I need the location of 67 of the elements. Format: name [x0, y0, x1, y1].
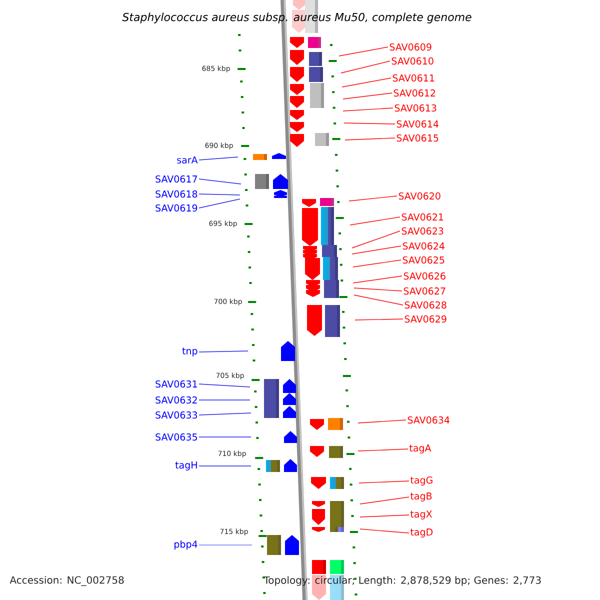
gene-label: sarA	[177, 156, 198, 164]
gene-label: SAV0617	[156, 175, 197, 183]
leader-line	[338, 46, 388, 56]
leader-line	[198, 178, 242, 184]
gene-label: SAV0611	[392, 74, 434, 82]
gene-label: SAV0615	[396, 134, 438, 142]
leader-line	[354, 288, 402, 292]
gene-label: tagH	[175, 462, 197, 470]
gene-label: SAV0633	[156, 411, 198, 419]
leader-line	[198, 544, 252, 546]
gene-label: SAV0619	[156, 204, 198, 212]
footer-text: Accession: NC_002758	[10, 576, 124, 586]
gene-label: SAV0623	[402, 227, 444, 235]
gene-label: tagB	[410, 492, 432, 502]
leader-line	[360, 528, 410, 534]
leader-line	[342, 108, 394, 112]
gene-label: SAV0612	[394, 89, 436, 97]
gene-label: SAV0614	[396, 120, 438, 128]
leader-line	[360, 496, 410, 504]
leader-line	[198, 384, 250, 388]
gene-label: SAV0613	[394, 104, 436, 112]
leader-line	[350, 216, 400, 226]
gene-label: SAV0626	[404, 272, 446, 280]
footer-text: Topology: circular; Length: 2,878,529 bp; Genes: 2,773	[264, 576, 541, 586]
leader-line	[354, 318, 404, 320]
gene-label: SAV0609	[390, 43, 432, 51]
gene-label: tnp	[182, 348, 198, 356]
gene-label: tagA	[409, 444, 432, 454]
title: Staphylococcus aureus subsp. aureus Mu50, complete genome	[122, 12, 472, 24]
leader-line	[358, 420, 406, 424]
gene-label: SAV0634	[408, 416, 450, 424]
gene-label: SAV0627	[404, 287, 446, 295]
leader-line	[198, 412, 252, 416]
gene-label: SAV0635	[156, 433, 197, 441]
leader-line	[198, 156, 238, 160]
gene-label: SAV0632	[156, 396, 197, 404]
gene-label: SAV0618	[156, 190, 198, 198]
leader-line	[340, 60, 390, 74]
leader-line	[352, 260, 402, 268]
leader-line	[198, 350, 248, 352]
gene-label: tagG	[410, 476, 432, 486]
leader-line	[198, 436, 252, 438]
leader-line	[344, 122, 396, 124]
gene-label: SAV0624	[402, 242, 444, 250]
leader-line	[342, 92, 392, 100]
leader-line	[352, 276, 402, 284]
leader-line	[352, 246, 402, 254]
gene-label: SAV0628	[404, 301, 446, 309]
leader-line	[198, 198, 240, 208]
gene-label: SAV0621	[402, 213, 444, 221]
gene-label: tagX	[410, 510, 432, 520]
gene-label: tagD	[410, 528, 433, 538]
gene-label: SAV0610	[392, 57, 434, 65]
leader-line	[358, 480, 410, 484]
gene-label: SAV0631	[156, 380, 197, 388]
leader-line	[198, 194, 240, 196]
leader-line	[360, 514, 410, 518]
leader-line	[358, 448, 408, 452]
gene-label: SAV0625	[402, 256, 444, 264]
gene-label: SAV0620	[398, 192, 440, 200]
gene-label: SAV0629	[404, 315, 446, 323]
leader-line	[342, 78, 392, 88]
leader-line	[354, 294, 404, 306]
leader-line	[348, 196, 398, 202]
leader-line	[352, 230, 400, 248]
leader-line	[344, 138, 396, 140]
gene-label: pbp4	[174, 540, 198, 550]
